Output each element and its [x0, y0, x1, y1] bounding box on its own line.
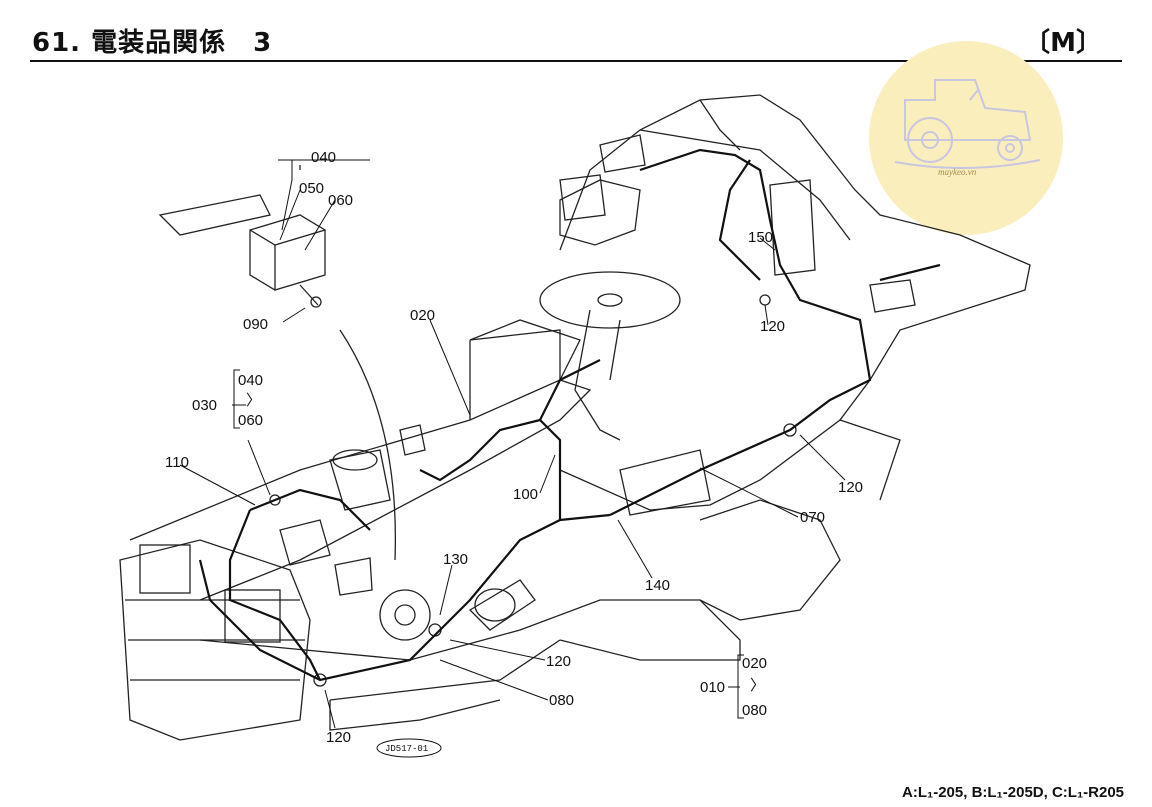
watermark-text: maykeo.vn [938, 167, 977, 177]
watermark-logo: maykeo.vn [869, 41, 1063, 235]
callout-060a: 060 [328, 192, 353, 209]
callout-120a: 120 [760, 318, 785, 335]
callout-030: 030 [192, 397, 217, 414]
callout-080b: 080 [742, 702, 767, 719]
callout-140: 140 [645, 577, 670, 594]
figure-code-text: JD517-01 [385, 744, 428, 754]
callout-040a: 040 [311, 149, 336, 166]
leader-lines [179, 159, 846, 729]
callout-130: 130 [443, 551, 468, 568]
tractor-outline [119, 94, 1031, 741]
callout-020b: 020 [742, 655, 767, 672]
callout-090: 090 [243, 316, 268, 333]
callout-040b: 040 [238, 372, 263, 389]
callout-120c: 120 [546, 653, 571, 670]
callout-120b: 120 [838, 479, 863, 496]
callout-tilde1: 〉 [246, 392, 261, 409]
callout-070: 070 [800, 509, 825, 526]
group-brackets [233, 369, 744, 719]
callout-080a: 080 [549, 692, 574, 709]
header-rule [30, 60, 1122, 62]
page-title: 61. 電装品関係 3 [32, 28, 273, 58]
callout-tilde2: 〉 [750, 677, 765, 694]
callout-020a: 020 [410, 307, 435, 324]
callout-050: 050 [299, 180, 324, 197]
callout-150: 150 [748, 229, 773, 246]
section-code: 〔M〕 [1024, 28, 1102, 58]
model-applicability-note: A:L₁-205, B:L₁-205D, C:L₁-R205 [902, 784, 1124, 801]
callout-010: 010 [700, 679, 725, 696]
callout-100: 100 [513, 486, 538, 503]
callout-110: 110 [165, 454, 189, 471]
figure-code: JD517-01 [376, 738, 442, 758]
callout-labels: 040 050 060 090 020 030 040 〉 060 110 15… [165, 149, 863, 746]
callout-120d: 120 [326, 729, 351, 746]
callout-060b: 060 [238, 412, 263, 429]
wiring-harness [198, 148, 941, 682]
